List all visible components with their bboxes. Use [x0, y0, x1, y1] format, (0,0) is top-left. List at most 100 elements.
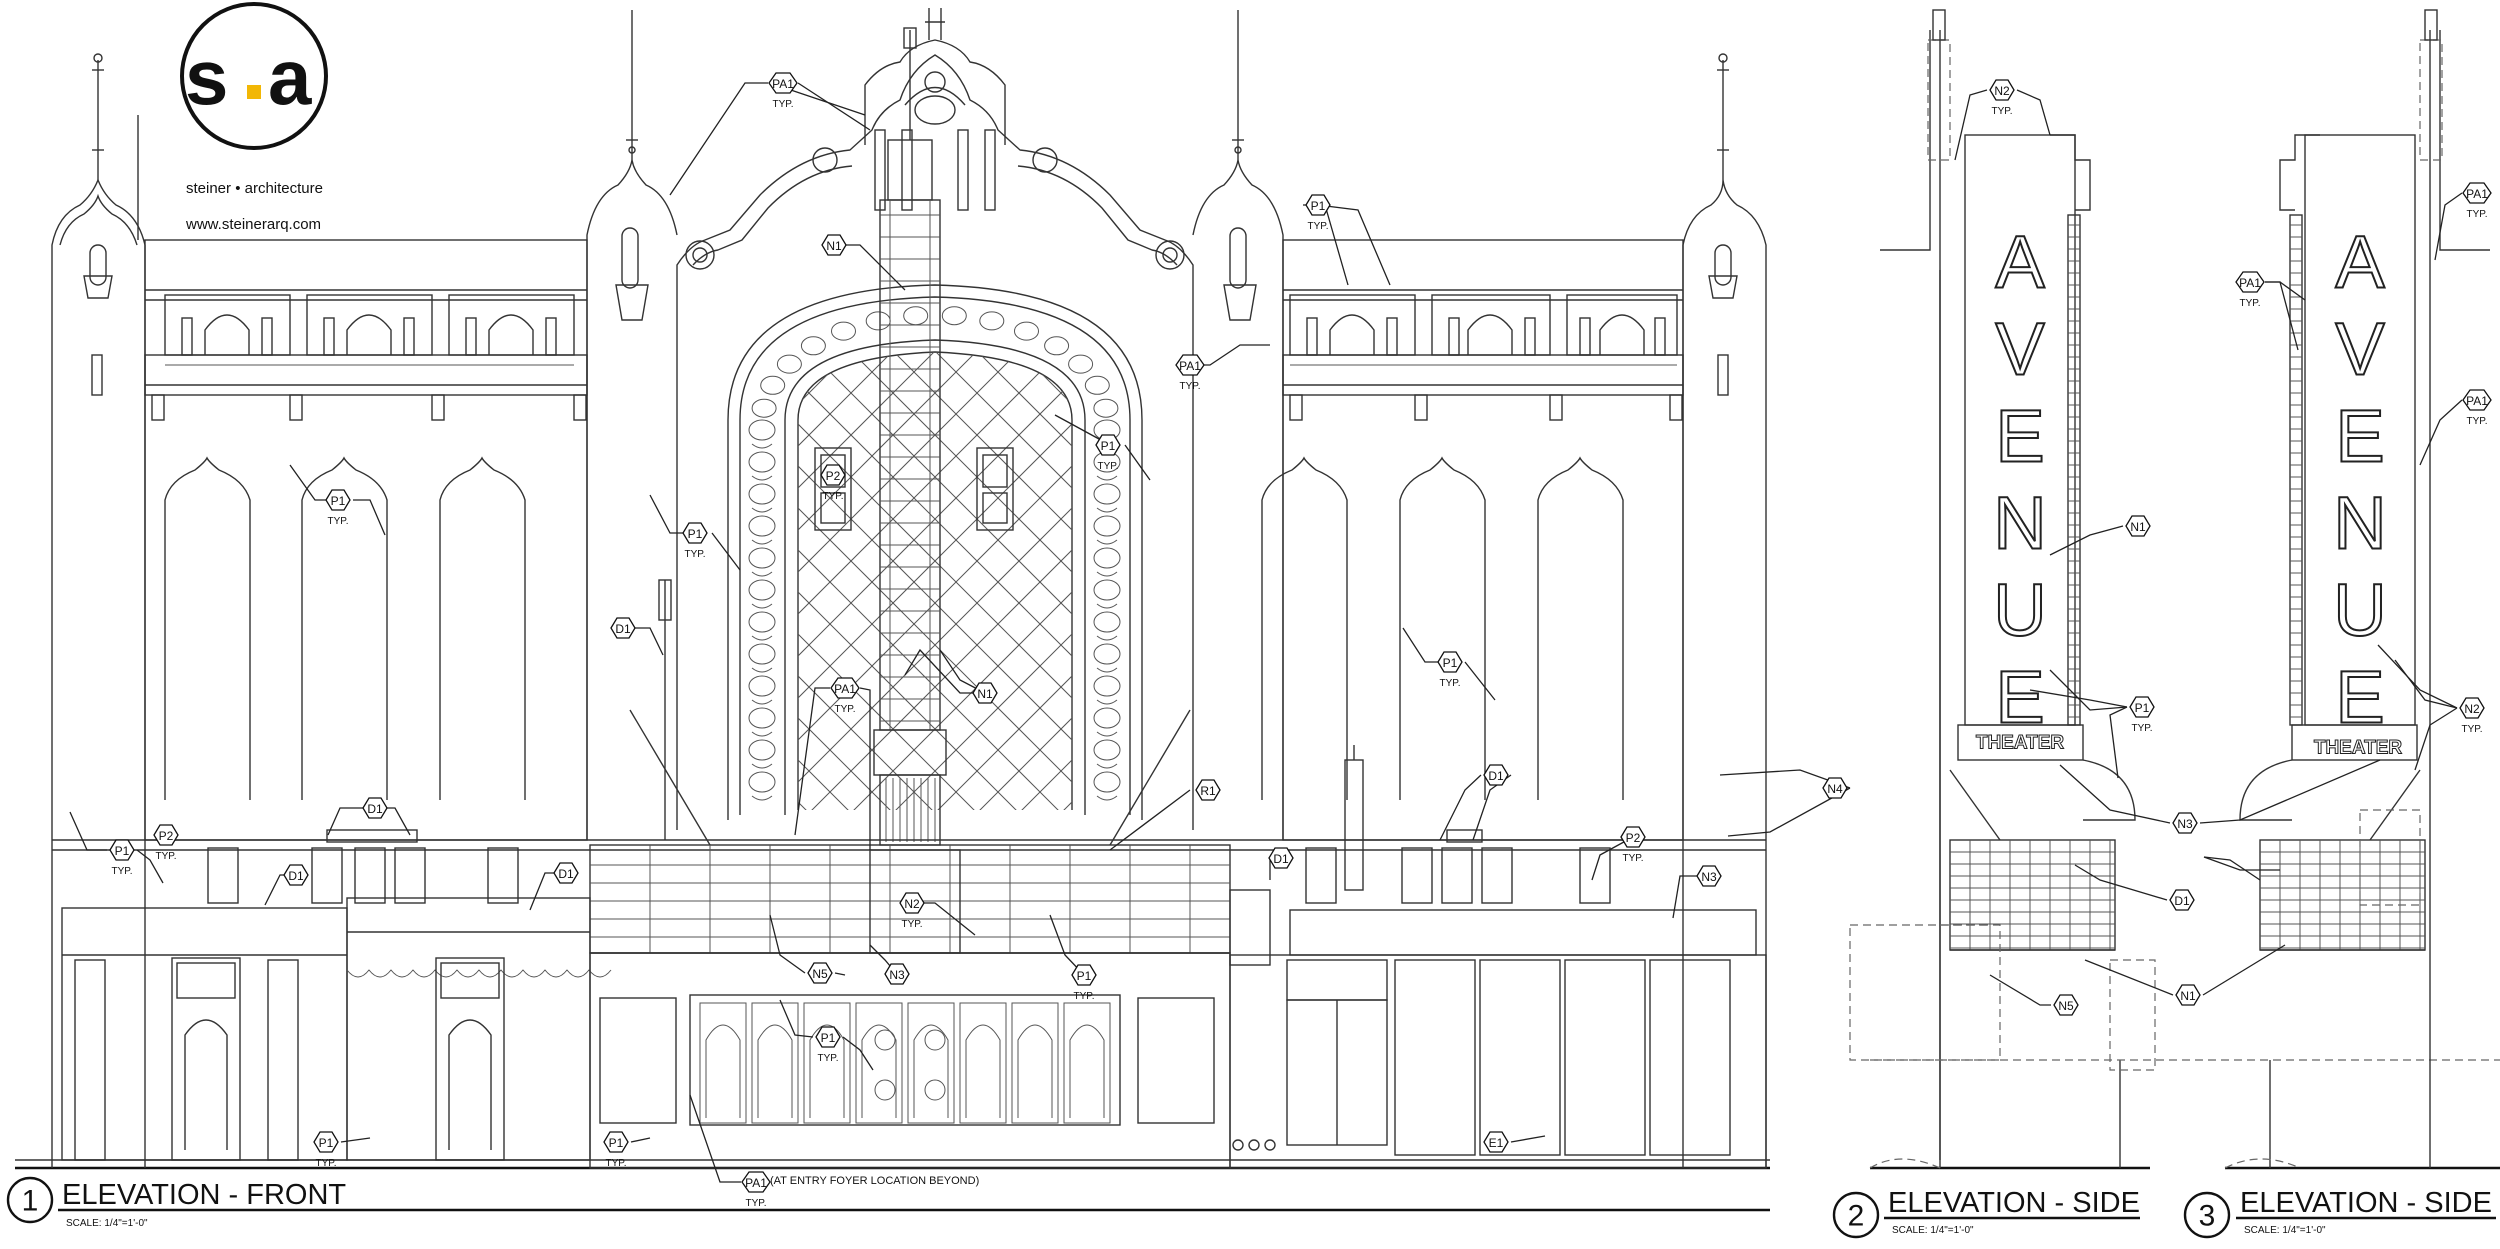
side2-theater-label: THEATER	[1976, 733, 2065, 754]
title-block-side-2: 2 ELEVATION - SIDE SCALE: 1/4"=1'-0"	[1832, 1187, 2140, 1239]
hexagon-icon	[1696, 865, 1722, 887]
logo-dot-icon	[247, 85, 261, 99]
firm-url: www.steinerarq.com	[185, 216, 321, 233]
sign-letter: A	[2335, 221, 2385, 304]
sign-letter: U	[1993, 569, 2046, 652]
sign-letter: V	[1995, 308, 2045, 391]
tag-code: N1	[826, 239, 842, 253]
tag-code: P2	[1626, 831, 1641, 845]
keynote-tag-d1: D1	[2169, 889, 2195, 911]
tag-code: P1	[2135, 701, 2150, 715]
hexagon-icon	[283, 864, 309, 886]
tag-code: P2	[159, 829, 174, 843]
tag-code: N3	[2177, 817, 2193, 831]
tag-code: D1	[1488, 769, 1504, 783]
tag-code: P1	[331, 494, 346, 508]
tag-code: D1	[367, 802, 383, 816]
hexagon-icon	[1175, 354, 1205, 376]
sign-letter: N	[1993, 482, 2046, 565]
hexagon-icon	[682, 522, 708, 544]
side3-theater-label: THEATER	[2314, 738, 2403, 759]
hexagon-icon	[1483, 1131, 1509, 1153]
hexagon-icon	[362, 797, 388, 819]
tag-typ-label: TYP.	[2467, 209, 2488, 220]
hexagon-icon	[815, 1026, 841, 1048]
hexagon-icon	[1437, 651, 1463, 673]
view-title-side-3: ELEVATION - SIDE	[2240, 1187, 2492, 1219]
hexagon-icon	[603, 1131, 629, 1153]
keynote-tag-r1: R1	[1195, 779, 1221, 801]
keynote-tag-n1: N1	[2175, 984, 2201, 1006]
hexagon-icon	[1305, 194, 1331, 216]
tag-code: R1	[1200, 784, 1216, 798]
tag-code: PA1	[745, 1176, 767, 1190]
central-entry	[589, 952, 1231, 1169]
hexagon-icon	[807, 962, 833, 984]
keynote-tag-n5: N5	[807, 962, 833, 984]
sign-letter: A	[1995, 221, 2045, 304]
tag-typ-label: TYP.	[835, 704, 856, 715]
hexagon-icon	[553, 862, 579, 884]
keynote-tag-n1: N1	[821, 234, 847, 256]
tag-typ-label: TYP.	[1074, 991, 1095, 1002]
tag-code: D1	[615, 622, 631, 636]
hexagon-icon	[325, 489, 351, 511]
tag-code: P1	[319, 1136, 334, 1150]
view-scale-side-3: SCALE: 1/4"=1'-0"	[2244, 1225, 2326, 1236]
hexagon-icon	[972, 682, 998, 704]
title-block-front: 1 ELEVATION - FRONT SCALE: 1/4"=1'-0"	[6, 1176, 1770, 1229]
hexagon-icon	[1620, 826, 1646, 848]
tag-code: N2	[904, 897, 920, 911]
arch-lattice-window	[798, 352, 1072, 810]
tag-typ-label: TYP.	[1308, 221, 1329, 232]
tag-typ-label: TYP.	[1098, 461, 1119, 472]
tag-code: P1	[1311, 199, 1326, 213]
central-arch	[676, 8, 1194, 830]
tag-typ-label: TYP.	[112, 866, 133, 877]
inner-left-pavilion	[586, 10, 678, 840]
tag-code: PA1	[2466, 394, 2488, 408]
logo-letter-s: s	[185, 33, 228, 121]
hexagon-icon	[1268, 847, 1294, 869]
tag-code: P1	[1443, 656, 1458, 670]
tag-code: D1	[558, 867, 574, 881]
sign-letter: E	[1995, 656, 2044, 739]
tag-code: PA1	[834, 682, 856, 696]
tag-code: N5	[2058, 999, 2074, 1013]
right-storefronts	[1229, 745, 1767, 1169]
firm-name: steiner • architecture	[186, 180, 323, 197]
hexagon-icon	[2169, 889, 2195, 911]
tag-code: N1	[2130, 520, 2146, 534]
keynote-tag-n3: N3	[1696, 865, 1722, 887]
tag-typ-label: TYP.	[2240, 298, 2261, 309]
keynote-tag-n5: N5	[2053, 994, 2079, 1016]
inner-right-pavilion	[1192, 10, 1284, 840]
tag-typ-label: TYP.	[1180, 381, 1201, 392]
tag-code: PA1	[2239, 276, 2261, 290]
title-block-side-3: 3 ELEVATION - SIDE SCALE: 1/4"=1'-0"	[2183, 1187, 2496, 1239]
tag-typ-label: TYP.	[685, 549, 706, 560]
left-tower	[51, 53, 146, 1168]
tag-typ-label: TYP.	[1992, 106, 2013, 117]
tag-typ-label: TYP.	[2132, 723, 2153, 734]
hexagon-icon	[313, 1131, 339, 1153]
keynote-tag-d1: D1	[283, 864, 309, 886]
hexagon-icon	[830, 677, 860, 699]
keynote-tag-d1: D1	[553, 862, 579, 884]
tag-code: P2	[826, 469, 841, 483]
keynote-tag-n1: N1	[2125, 515, 2151, 537]
tag-code: PA1	[2466, 187, 2488, 201]
